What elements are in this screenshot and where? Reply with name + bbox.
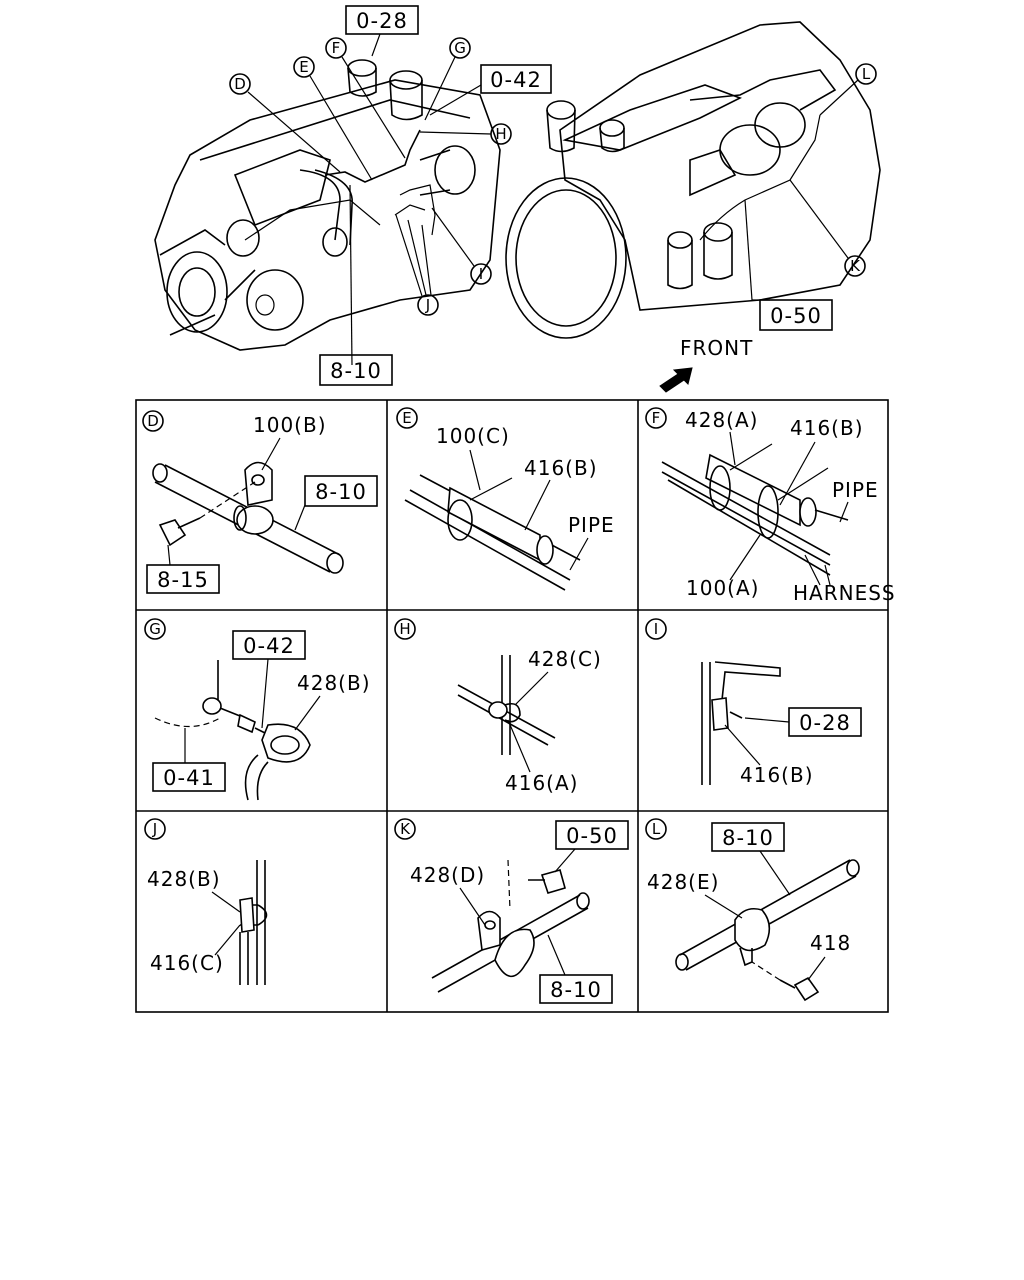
panel-d-8-15: 8-15 bbox=[157, 568, 209, 592]
panel-i: I 0-28 416(B) bbox=[645, 618, 862, 787]
panel-h-416a: 416(A) bbox=[505, 771, 578, 795]
panel-g-0-41: 0-41 bbox=[163, 766, 215, 790]
panel-e-416b: 416(B) bbox=[524, 456, 598, 480]
panel-j-letter: J bbox=[152, 820, 157, 838]
right-callouts: L K 0-50 FRONT bbox=[659, 63, 877, 393]
callout-f: F bbox=[332, 39, 341, 57]
panel-d-letter: D bbox=[147, 412, 159, 430]
panel-k-8-10: 8-10 bbox=[550, 978, 602, 1002]
callout-d: D bbox=[234, 75, 246, 93]
panel-f-harness: HARNESS bbox=[793, 581, 896, 605]
panel-l-428e: 428(E) bbox=[647, 870, 719, 894]
ref-0-28-top: 0-28 bbox=[356, 9, 408, 33]
panel-g-428b: 428(B) bbox=[297, 671, 371, 695]
panel-h-428c: 428(C) bbox=[528, 647, 602, 671]
panel-e-100c: 100(C) bbox=[436, 424, 510, 448]
panel-d-100b: 100(B) bbox=[253, 413, 327, 437]
panel-d: D 100(B) 8-10 8-15 bbox=[142, 410, 378, 594]
panel-k-0-50: 0-50 bbox=[566, 824, 618, 848]
panel-k-428d: 428(D) bbox=[410, 863, 485, 887]
panel-j-428b: 428(B) bbox=[147, 867, 221, 891]
panel-h: H 428(C) 416(A) bbox=[394, 618, 602, 795]
callout-h: H bbox=[495, 125, 506, 143]
front-label: FRONT bbox=[680, 336, 753, 360]
callout-j: J bbox=[425, 296, 430, 314]
panel-e-letter: E bbox=[402, 409, 411, 427]
right-engine-illustration bbox=[505, 21, 881, 339]
callout-g: G bbox=[454, 39, 466, 57]
callout-l: L bbox=[862, 65, 871, 83]
ref-8-10-bottom: 8-10 bbox=[330, 359, 382, 383]
panel-e: E 100(C) 416(B) PIPE bbox=[396, 407, 615, 591]
panel-f-letter: F bbox=[652, 409, 661, 427]
panel-k-letter: K bbox=[400, 820, 411, 838]
front-arrow-icon bbox=[659, 367, 693, 393]
panel-k: K 0-50 428(D) 8-10 bbox=[394, 818, 629, 1004]
callout-k: K bbox=[850, 257, 861, 275]
panel-d-8-10: 8-10 bbox=[315, 480, 367, 504]
panel-g-0-42: 0-42 bbox=[243, 634, 295, 658]
panel-i-0-28: 0-28 bbox=[799, 711, 851, 735]
panel-f-428a: 428(A) bbox=[685, 408, 758, 432]
panel-j-416c: 416(C) bbox=[150, 951, 224, 975]
panel-j: J 428(B) 416(C) bbox=[144, 818, 268, 985]
panel-f: F 428(A) 416(B) PIPE 100(A) HARNESS bbox=[645, 407, 896, 605]
panel-l-letter: L bbox=[652, 820, 661, 838]
panel-e-pipe: PIPE bbox=[568, 513, 615, 537]
detail-grid bbox=[135, 399, 889, 1013]
panel-i-letter: I bbox=[654, 620, 658, 638]
ref-0-42-top: 0-42 bbox=[490, 68, 542, 92]
panel-l: L 8-10 428(E) 418 bbox=[645, 818, 860, 1002]
panel-f-100a: 100(A) bbox=[686, 576, 759, 600]
panel-l-8-10: 8-10 bbox=[722, 826, 774, 850]
panel-i-416b: 416(B) bbox=[740, 763, 814, 787]
left-callouts: 0-28 0-42 8-10 D E F G H I J bbox=[229, 5, 552, 386]
panel-g: G 0-42 428(B) 0-41 bbox=[144, 618, 371, 801]
callout-i: I bbox=[479, 265, 483, 283]
panel-f-pipe: PIPE bbox=[832, 478, 879, 502]
callout-e: E bbox=[299, 58, 308, 76]
panel-h-letter: H bbox=[399, 620, 410, 638]
panel-g-letter: G bbox=[149, 620, 161, 638]
left-engine-illustration bbox=[154, 59, 501, 366]
panel-f-416b: 416(B) bbox=[790, 416, 864, 440]
ref-0-50-right: 0-50 bbox=[770, 304, 822, 328]
panel-l-418: 418 bbox=[810, 931, 851, 955]
